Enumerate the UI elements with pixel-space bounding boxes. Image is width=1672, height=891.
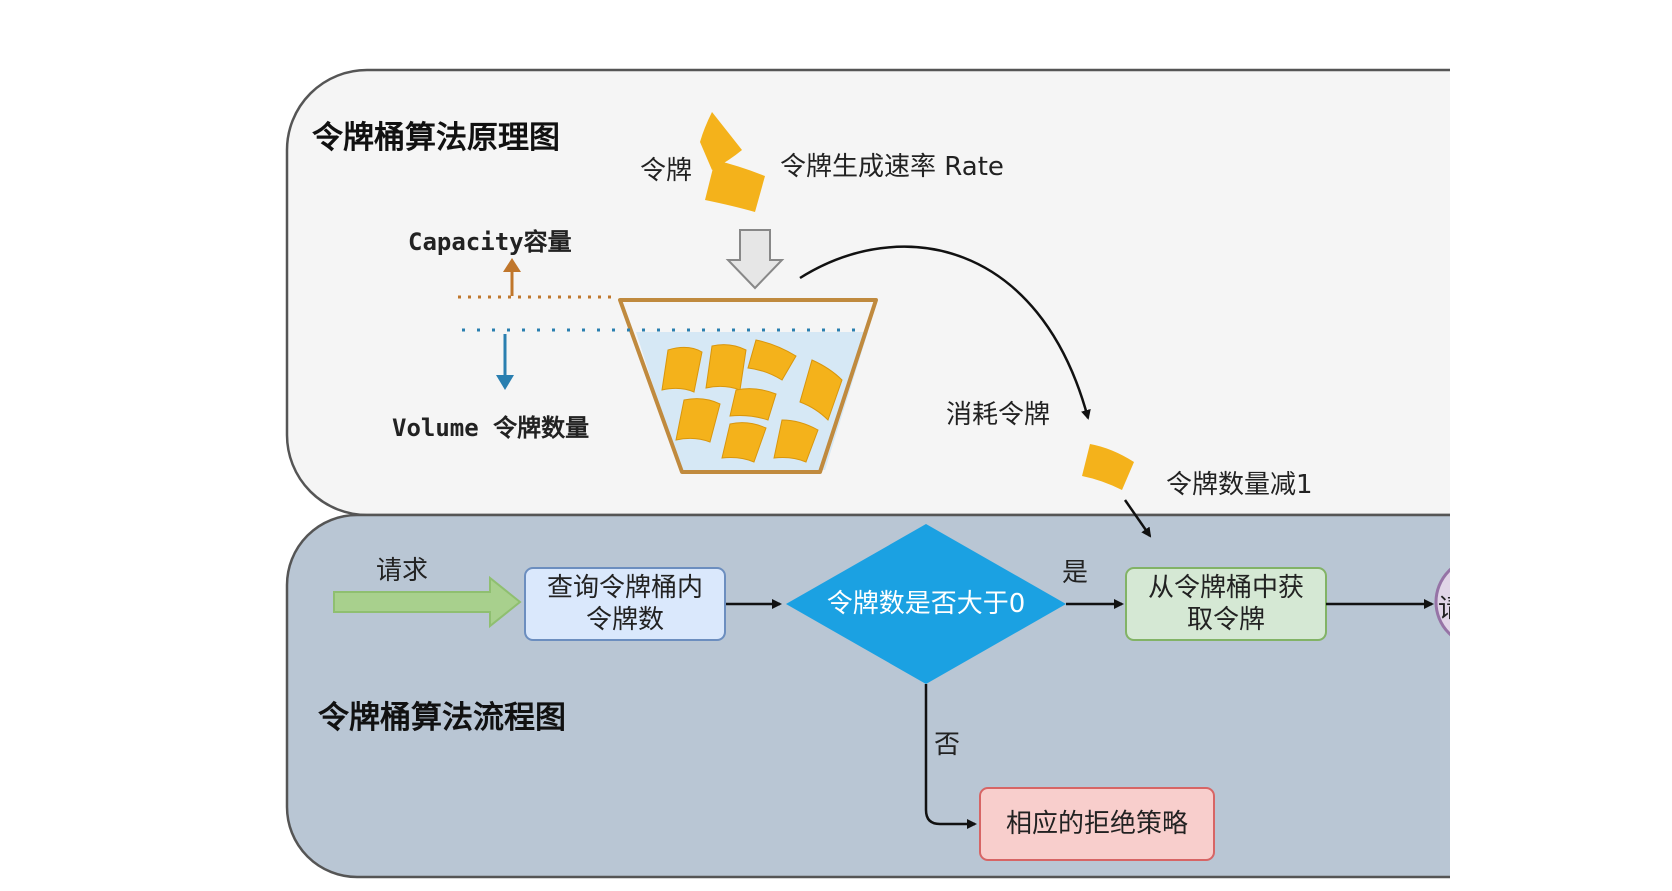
query-node-line2: 令牌数: [585, 605, 664, 635]
fill-arrow: [725, 229, 785, 290]
request-label: 请求: [376, 556, 429, 586]
rate-label: 令牌生成速率 Rate: [780, 152, 1004, 182]
consume-label: 消耗令牌: [946, 400, 1051, 430]
query-node: 查询令牌桶内 令牌数: [525, 568, 725, 640]
cut-node-circle: [1434, 567, 1450, 637]
flow-title: 令牌桶算法流程图: [318, 700, 566, 736]
decrement-label: 令牌数量减1: [1166, 470, 1313, 500]
reject-node-label: 相应的拒绝策略: [1005, 809, 1188, 839]
get-node-line1: 从令牌桶中获: [1147, 573, 1304, 603]
decision-node-label: 令牌数是否大于0: [826, 589, 1026, 619]
decision-shape: [786, 524, 1066, 684]
consumed-token: [1082, 444, 1134, 490]
volume-label: Volume 令牌数量: [392, 414, 590, 442]
query-node-line1: 查询令牌桶内: [546, 573, 703, 603]
principle-title: 令牌桶算法原理图: [312, 120, 560, 156]
token-label: 令牌: [640, 156, 693, 186]
request-arrow: [333, 575, 522, 629]
falling-tokens: [700, 112, 765, 212]
query-node-shape: [524, 567, 726, 641]
reject-node: 相应的拒绝策略: [980, 788, 1214, 860]
consume-curve: [799, 245, 1091, 420]
cut-node-fragment: 请: [1438, 588, 1450, 620]
reject-node-shape: [979, 787, 1215, 861]
get-node: 从令牌桶中获 取令牌: [1126, 568, 1326, 640]
yes-label: 是: [1062, 558, 1089, 588]
cut-node: 请: [1438, 588, 1450, 620]
capacity-label: Capacity容量: [408, 228, 572, 256]
no-label: 否: [934, 730, 961, 760]
decision-node: 令牌数是否大于0: [786, 584, 1066, 624]
token-bucket: [618, 298, 878, 474]
get-node-line2: 取令牌: [1186, 605, 1265, 635]
